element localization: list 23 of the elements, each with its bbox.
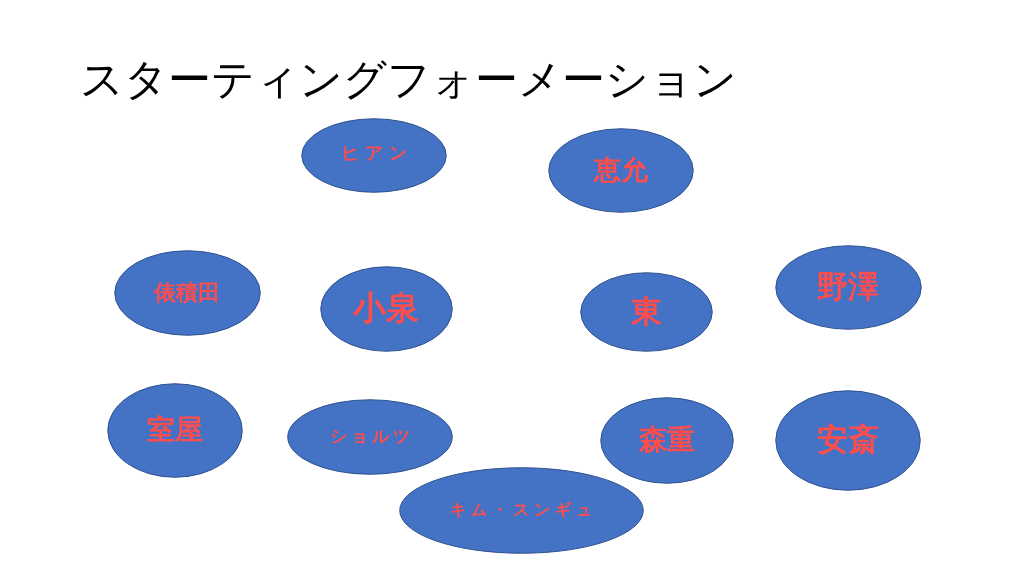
oval-shape [113, 250, 261, 336]
oval-shape [579, 272, 713, 352]
oval-shape [287, 399, 453, 475]
player-name: 東 [630, 294, 662, 330]
player-name: 恵允 [594, 154, 648, 186]
player-name: 小泉 [353, 289, 419, 327]
player-name: 野澤 [817, 269, 879, 305]
oval-shape [398, 466, 644, 554]
oval-shape [319, 266, 453, 352]
oval-shape [107, 382, 243, 478]
player-name: 俵積田 [154, 280, 220, 306]
oval-shape [774, 244, 922, 330]
oval-shape [301, 117, 447, 193]
oval-shape [600, 396, 734, 484]
player-name: 室屋 [147, 413, 203, 447]
slide-title: スターティングフォーメーション [80, 56, 737, 104]
oval-shape [775, 389, 921, 491]
player-name: ショルツ [330, 427, 414, 447]
player-name: ヒアン [341, 142, 413, 164]
player-name: 安斎 [817, 422, 879, 458]
player-name: 森重 [639, 423, 695, 457]
oval-shape [548, 127, 694, 213]
player-name: キム・スンギュ [450, 500, 597, 520]
